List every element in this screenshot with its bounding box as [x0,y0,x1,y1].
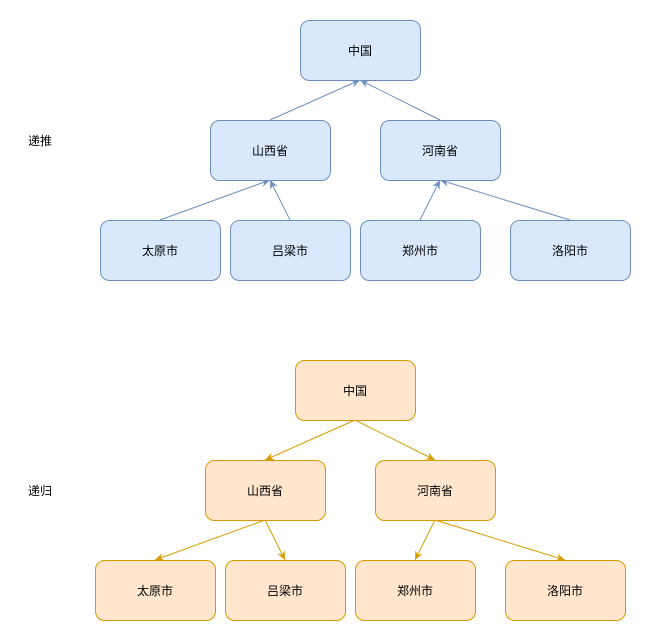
node-shanxi[interactable]: 山西省 [210,120,331,181]
edge [354,419,436,461]
node-label: 山西省 [252,144,288,158]
node-label: 太原市 [142,243,178,258]
edge [359,79,441,121]
node-taiyuan[interactable]: 太原市 [95,560,216,621]
section-label-recursion: 递归 [28,484,52,498]
edge [264,519,286,561]
node-label: 太原市 [137,583,173,598]
edge [434,519,566,562]
node-luoyang[interactable]: 洛阳市 [505,560,626,621]
edge [264,419,356,461]
edge [154,519,266,561]
node-label: 洛阳市 [547,583,583,598]
edge [439,178,571,221]
edges-recursion [154,419,566,562]
edge [269,79,361,121]
node-label: 中国 [343,383,367,398]
node-label: 山西省 [247,484,283,498]
node-lvliang[interactable]: 吕梁市 [225,560,346,621]
edge [269,179,291,221]
node-label: 郑州市 [397,583,433,598]
edge [159,179,271,221]
node-label: 吕梁市 [267,583,303,598]
node-label: 洛阳市 [552,243,588,258]
edge [414,519,436,561]
section-label-push: 递推 [28,134,52,148]
node-china[interactable]: 中国 [295,360,416,421]
node-lvliang[interactable]: 吕梁市 [230,220,351,281]
node-label: 河南省 [417,483,453,498]
node-china[interactable]: 中国 [300,20,421,81]
node-luoyang[interactable]: 洛阳市 [510,220,631,281]
node-taiyuan[interactable]: 太原市 [100,220,221,281]
node-zhengzhou[interactable]: 郑州市 [360,220,481,281]
edges-push [159,79,571,221]
edge [419,179,441,221]
node-label: 河南省 [422,143,458,158]
node-label: 中国 [348,43,372,58]
node-label: 郑州市 [402,243,438,258]
node-label: 吕梁市 [272,243,308,258]
node-henan[interactable]: 河南省 [380,120,501,181]
node-shanxi[interactable]: 山西省 [205,460,326,521]
node-zhengzhou[interactable]: 郑州市 [355,560,476,621]
node-henan[interactable]: 河南省 [375,460,496,521]
